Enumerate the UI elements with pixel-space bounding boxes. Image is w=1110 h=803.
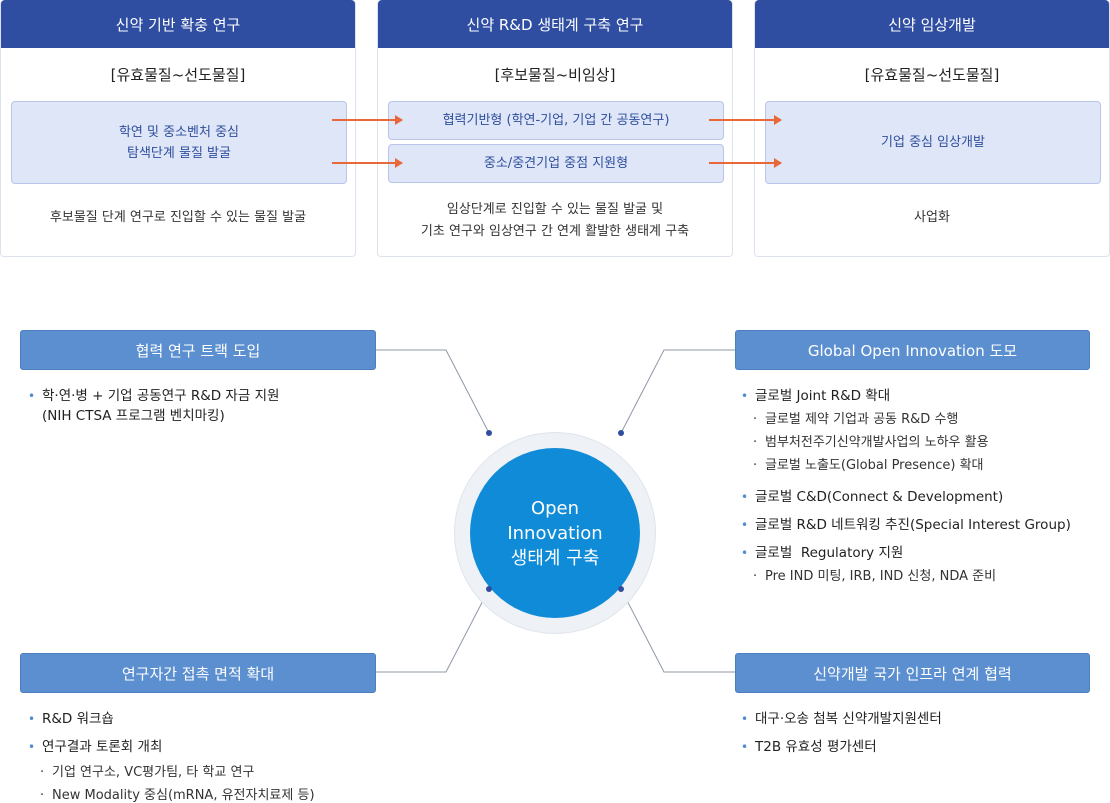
stage-description-line: 임상단계로 진입할 수 있는 물질 발굴 및 xyxy=(446,202,664,217)
list-item: 글로벌 Joint R&D 확대 xyxy=(741,386,1106,406)
connector-bottom-right xyxy=(620,588,735,673)
connector-top-right xyxy=(620,349,735,434)
connector-dot xyxy=(486,430,492,436)
stage-panel-discovery: 신약 기반 확충 연구 [유효물질~선도물질] 학연 및 중소벤처 중심 탐색단… xyxy=(0,0,356,257)
flow-arrow xyxy=(709,158,782,168)
stage-box: 학연 및 중소벤처 중심 탐색단계 물질 발굴 xyxy=(11,101,347,184)
hub-circle: Open Innovation 생태계 구축 xyxy=(470,448,640,618)
list-item-continuation: (NIH CTSA 프로그램 벤치마킹) xyxy=(42,408,225,424)
stage-panel-ecosystem: 신약 R&D 생태계 구축 연구 [후보물질~비임상] 협력기반형 (학연-기업… xyxy=(377,0,733,257)
stage-box-line: 중소/중견기업 중점 지원형 xyxy=(483,156,629,171)
list-item: R&D 워크숍 xyxy=(28,709,368,729)
connector-dot xyxy=(618,430,624,436)
hub-line: Innovation xyxy=(507,522,603,544)
stage-box-line: 협력기반형 (학연-기업, 기업 간 공동연구) xyxy=(442,113,670,128)
list-item: 대구·오송 첨복 신약개발지원센터 xyxy=(741,709,1101,729)
stage-title: 신약 R&D 생태계 구축 연구 xyxy=(378,0,732,48)
stage-box-line: 학연 및 중소벤처 중심 xyxy=(118,124,240,140)
flow-arrow xyxy=(332,158,403,168)
hub-line: 생태계 구축 xyxy=(510,547,600,569)
list-item: 글로벌 Regulatory 지원 xyxy=(741,543,1106,563)
list-item: 학·연·병 + 기업 공동연구 R&D 자금 지원 xyxy=(28,386,368,406)
stage-title: 신약 임상개발 xyxy=(755,0,1109,48)
flow-arrow xyxy=(709,115,782,125)
quadrant-list-national-infra: 대구·오송 첨복 신약개발지원센터 T2B 유효성 평가센터 xyxy=(741,709,1101,757)
quadrant-title-researcher-contact: 연구자간 접촉 면적 확대 xyxy=(20,653,376,693)
hub-line: Open xyxy=(530,497,580,519)
sub-list-item: New Modality 중심(mRNA, 유전자치료제 등) xyxy=(28,784,368,803)
connector-bottom-left xyxy=(376,588,490,673)
connector-top-left xyxy=(376,349,490,434)
sub-list-item: 글로벌 노출도(Global Presence) 확대 xyxy=(741,454,1106,477)
stage-box: 협력기반형 (학연-기업, 기업 간 공동연구) xyxy=(388,101,724,140)
sub-list-item: 기업 연구소, VC평가팀, 타 학교 연구 xyxy=(28,761,368,784)
connector-dot xyxy=(618,586,624,592)
stage-box: 기업 중심 임상개발 xyxy=(765,101,1101,184)
stage-description: 임상단계로 진입할 수 있는 물질 발굴 및 기초 연구와 임상연구 간 연계 … xyxy=(378,199,732,243)
list-item: T2B 유효성 평가센터 xyxy=(741,737,1101,757)
stage-description-line: 사업화 xyxy=(914,210,950,225)
stage-description: 후보물질 단계 연구로 진입할 수 있는 물질 발굴 xyxy=(1,207,355,229)
sub-list-item: 글로벌 제약 기업과 공동 R&D 수행 xyxy=(741,408,1106,431)
sub-list-item: 범부처전주기신약개발사업의 노하우 활용 xyxy=(741,431,1106,454)
stage-range: [유효물질~선도물질] xyxy=(110,66,246,84)
stage-description-line: 기초 연구와 임상연구 간 연계 활발한 생태계 구축 xyxy=(420,224,690,239)
list-item: 연구결과 토론회 개최 xyxy=(28,737,368,757)
stage-box-line: 기업 중심 임상개발 xyxy=(881,135,985,150)
stage-title: 신약 기반 확충 연구 xyxy=(1,0,355,48)
stage-box: 중소/중견기업 중점 지원형 xyxy=(388,144,724,183)
quadrant-title-global-open-innovation: Global Open Innovation 도모 xyxy=(735,330,1090,370)
stage-box-line: 탐색단계 물질 발굴 xyxy=(127,145,231,161)
quadrant-list-global-open-innovation: 글로벌 Joint R&D 확대 글로벌 제약 기업과 공동 R&D 수행 범부… xyxy=(741,386,1106,588)
list-item: 글로벌 R&D 네트워킹 추진(Special Interest Group) xyxy=(741,515,1106,535)
connector-dot xyxy=(486,586,492,592)
stage-description: 사업화 xyxy=(755,207,1109,229)
flow-arrow xyxy=(332,115,403,125)
stage-range: [후보물질~비임상] xyxy=(494,66,616,84)
stage-panel-clinical: 신약 임상개발 [유효물질~선도물질] 기업 중심 임상개발 사업화 xyxy=(754,0,1110,257)
sub-list-item: Pre IND 미팅, IRB, IND 신청, NDA 준비 xyxy=(741,565,1106,588)
quadrant-list-researcher-contact: R&D 워크숍 연구결과 토론회 개최 기업 연구소, VC평가팀, 타 학교 … xyxy=(28,709,368,803)
quadrant-list-collab-track: 학·연·병 + 기업 공동연구 R&D 자금 지원 (NIH CTSA 프로그램… xyxy=(28,386,368,426)
quadrant-title-collab-track: 협력 연구 트랙 도입 xyxy=(20,330,376,370)
quadrant-title-national-infra: 신약개발 국가 인프라 연계 협력 xyxy=(735,653,1090,693)
stage-range: [유효물질~선도물질] xyxy=(864,66,1000,84)
stage-description-line: 후보물질 단계 연구로 진입할 수 있는 물질 발굴 xyxy=(49,210,307,225)
list-item: 글로벌 C&D(Connect & Development) xyxy=(741,487,1106,507)
